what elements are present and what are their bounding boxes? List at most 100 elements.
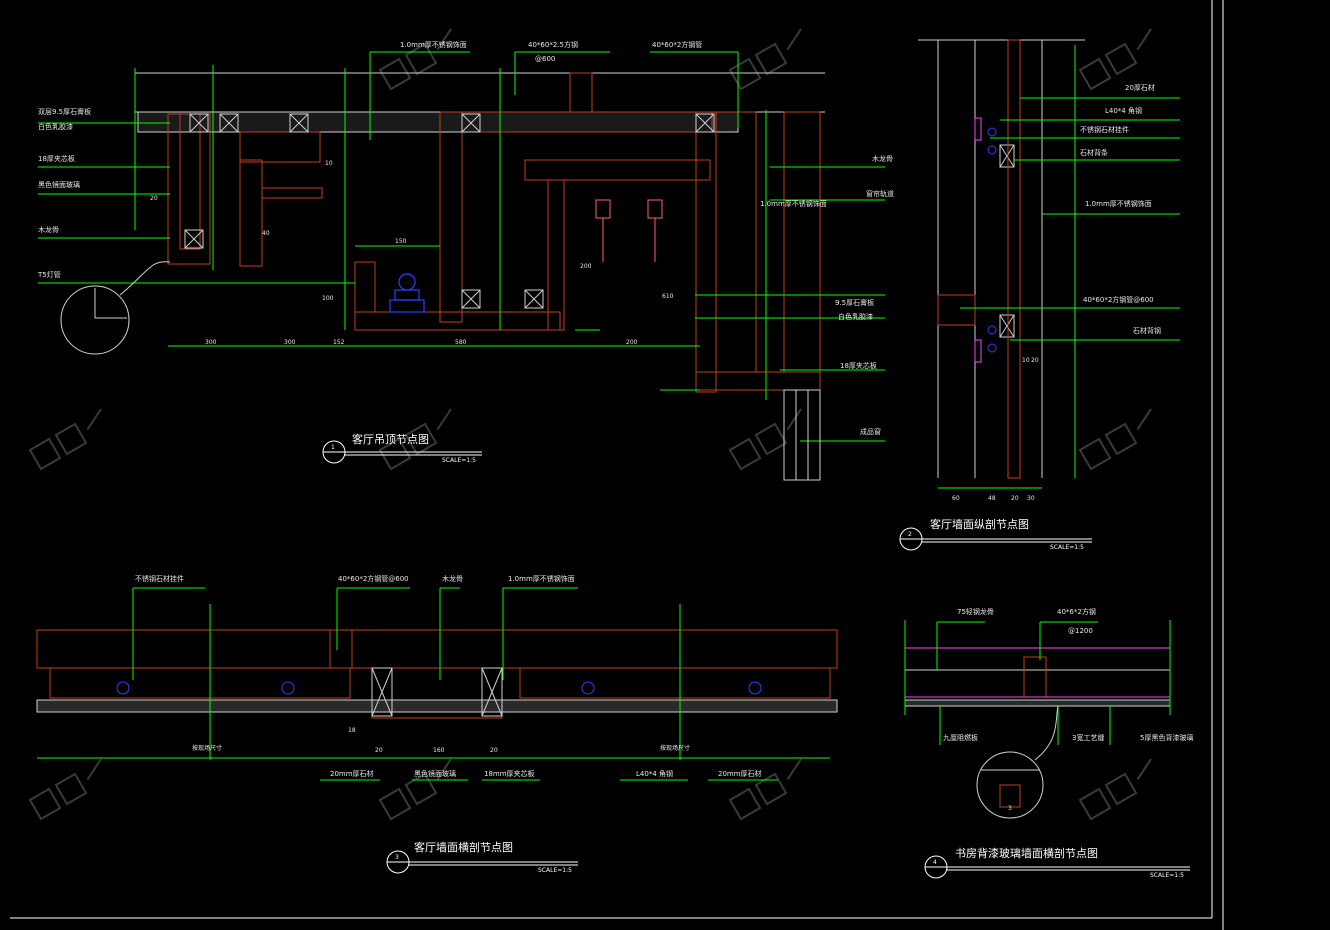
ceiling-detail-bubble xyxy=(60,261,171,355)
glass-wall-title: 书房背漆玻璃墙面横剖节点图 xyxy=(955,846,1098,860)
label-left-mirror: 黑色镜面玻璃 xyxy=(38,180,80,189)
label-stone-20: 20厚石材 xyxy=(1125,83,1155,92)
dim-20: 20 xyxy=(1011,495,1019,502)
detail-wall-horizontal: 不锈钢石材挂件 40*60*2方钢管@600 木龙骨 1.0mm厚不锈钢饰面 2… xyxy=(36,574,838,874)
dim-60: 60 xyxy=(952,495,960,502)
label-left-t5: T5灯管 xyxy=(37,270,61,279)
detail-wall-vertical: 20厚石材 L40*4 角钢 不锈钢石材挂件 石材背条 1.0mm厚不锈钢饰面 … xyxy=(899,39,1180,551)
watermark-mark xyxy=(28,408,102,471)
dim-v20: 20 xyxy=(150,195,158,202)
label-right-track: 窗帘轨道 xyxy=(866,189,894,198)
dim-h-20b: 20 xyxy=(490,747,498,754)
dim-v10: 10 xyxy=(325,160,333,167)
wall-vertical-scale: SCALE=1:5 xyxy=(1050,544,1084,551)
label-steel-tube-wall: 40*60*2方钢管@600 xyxy=(1083,295,1154,304)
label-left-latex: 白色乳胶漆 xyxy=(38,122,73,131)
label-g-spacing: @1200 xyxy=(1068,627,1093,635)
dim-200: 200 xyxy=(626,339,638,346)
wood-keel-boxes xyxy=(184,113,715,309)
label-top-steel: 40*60*2.5方钢 xyxy=(528,40,578,49)
label-stone-back: 石材背钢 xyxy=(1133,326,1161,335)
label-h-steel: 40*60*2方钢管@600 xyxy=(338,574,409,583)
watermark-mark xyxy=(378,28,452,91)
label-h-board: 18mm厚夹芯板 xyxy=(484,769,535,778)
dim-150: 150 xyxy=(395,238,407,245)
label-h-angle: L40*4 角钢 xyxy=(636,769,673,778)
wall-horizontal-anchors xyxy=(116,681,762,695)
wall-vertical-title: 客厅墙面纵剖节点图 xyxy=(930,517,1029,531)
dim-10: 10 xyxy=(1022,357,1030,364)
wall-horizontal-keels xyxy=(371,667,503,717)
wall-horizontal-number: 3 xyxy=(395,854,399,861)
label-h-site-b: 按现场尺寸 xyxy=(660,744,690,752)
label-g-steel: 40*6*2方钢 xyxy=(1057,607,1096,616)
label-top-steel-tube: 40*60*2方钢管 xyxy=(652,40,702,49)
label-h-stone-b: 20mm厚石材 xyxy=(718,769,762,778)
watermark-mark xyxy=(1078,408,1152,471)
ceiling-title-symbol xyxy=(322,440,482,464)
glass-wall-number: 4 xyxy=(933,859,937,866)
label-h-mirror: 黑色镜面玻璃 xyxy=(414,769,456,778)
stone-layer xyxy=(36,699,838,713)
dim-small-20: 20 xyxy=(1031,357,1039,364)
label-top-stainless: 1.0mm厚不锈钢饰面 xyxy=(400,40,467,49)
ceiling-detail-title: 客厅吊顶节点图 xyxy=(352,432,429,446)
label-left-board: 18厚夹芯板 xyxy=(38,154,75,163)
detail-glass-wall: 75轻钢龙骨 40*6*2方钢 @1200 九厘阻燃板 3宽工艺缝 5厚黑色背漆… xyxy=(904,607,1193,879)
window-frame xyxy=(783,389,821,481)
label-h-stone-a: 20mm厚石材 xyxy=(330,769,374,778)
dim-v200: 200 xyxy=(580,263,592,270)
wall-vertical-title-symbol xyxy=(899,527,1092,551)
dim-580: 580 xyxy=(455,339,467,346)
curtain-track xyxy=(595,199,663,262)
label-right-latex: 白色乳胶漆 xyxy=(838,312,873,321)
dim-v100: 100 xyxy=(322,295,334,302)
wall-vertical-leaders xyxy=(938,45,1180,489)
label-right-stainless: 1.0mm厚不锈钢饰面 xyxy=(760,199,827,208)
dim-h-20a: 20 xyxy=(375,747,383,754)
anchor-bolts xyxy=(987,127,997,353)
label-h-site-a: 按现场尺寸 xyxy=(192,744,222,752)
wall-horizontal-scale: SCALE=1:5 xyxy=(538,867,572,874)
label-right-keel: 木龙骨 xyxy=(872,154,893,163)
label-stone-anchor: 不锈钢石材挂件 xyxy=(1080,125,1129,134)
label-h-anchor: 不锈钢石材挂件 xyxy=(135,574,184,583)
label-left-gypsum: 双层9.5厚石膏板 xyxy=(38,107,91,116)
stone-anchors xyxy=(974,117,982,363)
dim-v610: 610 xyxy=(662,293,674,300)
detail-ceiling: 1.0mm厚不锈钢饰面 40*60*2.5方钢 @600 40*60*2方钢管 … xyxy=(37,40,894,481)
label-g-glass: 5厚黑色背漆玻璃 xyxy=(1140,733,1193,742)
ceiling-detail-scale: SCALE=1:5 xyxy=(442,457,476,464)
watermark-mark xyxy=(1078,758,1152,821)
dim-h-160: 160 xyxy=(433,747,445,754)
dim-30: 30 xyxy=(1027,495,1035,502)
glass-wall-title-symbol xyxy=(924,855,1190,879)
glass-wall-leaders xyxy=(904,620,1171,745)
stone-panel xyxy=(1007,39,1021,479)
watermark-mark xyxy=(378,408,452,471)
label-g-board: 九厘阻燃板 xyxy=(943,733,978,742)
watermark-group xyxy=(28,28,1152,821)
ceiling-leaders xyxy=(38,51,885,442)
label-right-window: 成品窗 xyxy=(860,427,881,436)
glass-wall-scale: SCALE=1:5 xyxy=(1150,872,1184,879)
label-left-keel: 木龙骨 xyxy=(38,225,59,234)
watermark-mark xyxy=(728,28,802,91)
dim-g-3: 3 xyxy=(1008,805,1012,812)
watermark-mark xyxy=(28,758,102,821)
label-h-stainless: 1.0mm厚不锈钢饰面 xyxy=(508,574,575,583)
wall-horizontal-leaders xyxy=(37,587,830,781)
glass-detail-bubble xyxy=(976,705,1059,819)
label-top-steel-spacing: @600 xyxy=(535,55,555,63)
label-stone-strip: 石材背条 xyxy=(1080,148,1108,157)
t5-light-fixture xyxy=(389,273,425,313)
ceiling-frames xyxy=(167,111,821,393)
dim-v40: 40 xyxy=(262,230,270,237)
label-stainless-wall: 1.0mm厚不锈钢饰面 xyxy=(1085,199,1152,208)
dim-152: 152 xyxy=(333,339,345,346)
wall-horizontal-title-symbol xyxy=(386,850,578,874)
label-right-gypsum: 9.5厚石膏板 xyxy=(835,298,874,307)
label-g-gap: 3宽工艺缝 xyxy=(1072,733,1104,742)
watermark-mark xyxy=(728,408,802,471)
dim-h-18: 18 xyxy=(348,727,356,734)
